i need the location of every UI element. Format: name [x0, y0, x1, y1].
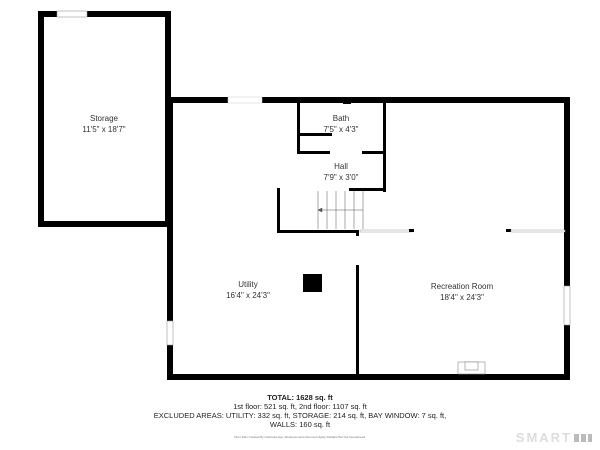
credit-text: Floor Plan Created By Cubicasa App. Meas…: [234, 435, 366, 439]
stairs: [317, 191, 364, 229]
chimney: [303, 274, 322, 292]
utility-size: 16'4" x 24'3": [226, 291, 270, 300]
excluded-areas: EXCLUDED AREAS: UTILITY: 332 sq. ft, STO…: [153, 411, 447, 420]
storage-window: [56, 10, 88, 18]
hall-size: 7'9" x 3'0": [324, 173, 359, 182]
walls-area: WALLS: 160 sq. ft: [269, 420, 331, 429]
hall-label: Hall: [334, 162, 348, 171]
main-walls: [166, 96, 571, 380]
utility-label: Utility: [238, 280, 258, 289]
recreation-label: Recreation Room: [431, 282, 494, 291]
recreation-size: 18'4" x 24'3": [440, 293, 484, 302]
area-summary: TOTAL: 1628 sq. ft 1st floor: 521 sq. ft…: [0, 393, 600, 429]
logo-bars-icon: [574, 434, 592, 442]
smart-logo: SMART: [516, 430, 592, 445]
storage-label: Storage: [90, 114, 119, 123]
left-window: [166, 320, 174, 346]
top-window: [227, 96, 263, 104]
total-area: TOTAL: 1628 sq. ft: [267, 393, 333, 402]
bath-size: 7'5" x 4'3": [324, 125, 359, 134]
storage-size: 11'5" x 18'7": [82, 125, 125, 134]
right-window: [563, 285, 571, 326]
bath-label: Bath: [333, 114, 349, 123]
floor-areas: 1st floor: 521 sq. ft, 2nd floor: 1107 s…: [233, 402, 367, 411]
